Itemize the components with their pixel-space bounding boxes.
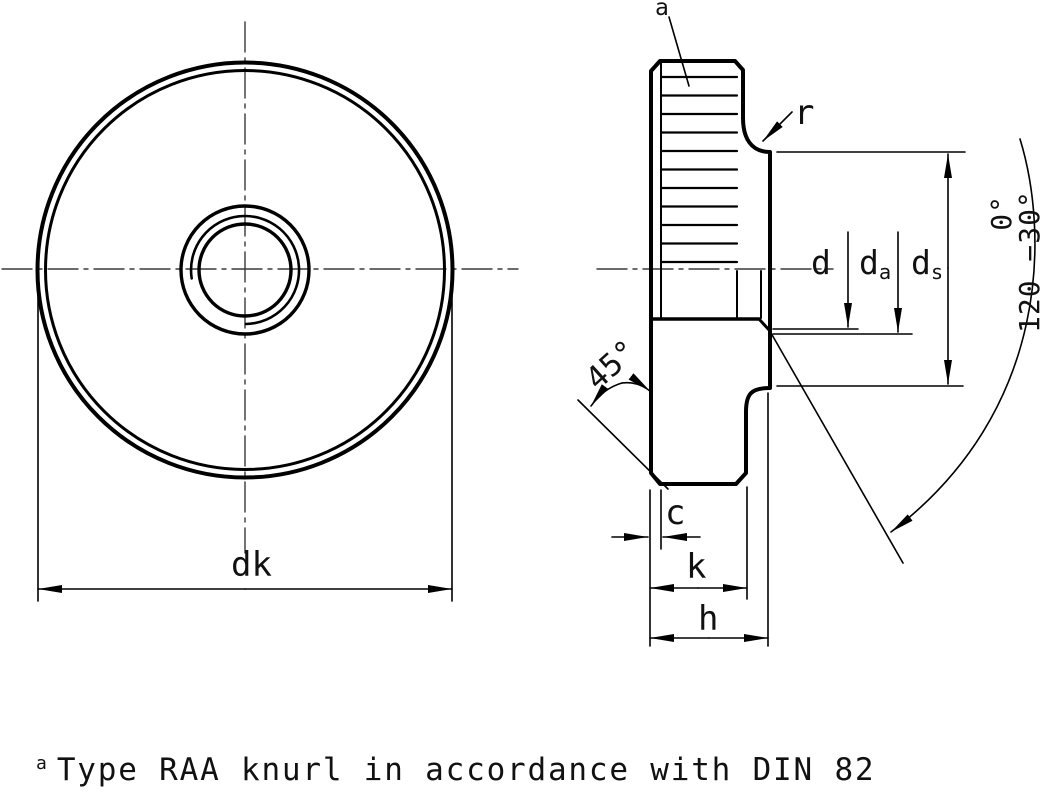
knurl-outer-circle	[35, 60, 455, 480]
thread-circle-arc	[189, 214, 301, 326]
countersink-circle	[179, 204, 311, 336]
width-dimensions	[611, 392, 769, 647]
countersink-diameter-label: da	[859, 246, 891, 283]
fillet-radius-label: r	[794, 93, 815, 133]
footnote-ref: a	[36, 752, 47, 774]
total-height-label: h	[698, 599, 719, 639]
angle-dimensions	[577, 138, 1036, 564]
footnote: a Type RAA knurl in accordance with DIN 8…	[36, 752, 875, 788]
countersink-angle-tolerance: 0°	[985, 195, 1018, 231]
side-view	[596, 16, 834, 486]
chamfer-45-arc-left	[590, 382, 623, 407]
front-view	[1, 21, 519, 602]
countersink-angle-arc	[890, 138, 1036, 533]
countersink-flank-line	[770, 332, 904, 564]
ds-subscript: s	[930, 260, 944, 285]
chamfer-45-arc-right	[621, 373, 651, 392]
thread-diameter-label: d	[811, 243, 831, 282]
knurl-ridge-lines	[659, 75, 739, 264]
knurl-diameter-label: dk	[231, 545, 272, 585]
knurl-inner-circle	[44, 69, 446, 471]
r-leader	[762, 111, 793, 142]
ds-base: d	[911, 243, 931, 282]
countersink-chamfer-line	[757, 317, 772, 333]
nut-outline	[649, 59, 772, 486]
bore-circle	[197, 222, 293, 318]
countersink-angle-value: 120 −30°	[1013, 190, 1046, 333]
countersink-angle-label: 0°120 −30°	[985, 190, 1046, 333]
knurl-ref-leader	[668, 16, 690, 87]
chamfer-45-line	[577, 399, 669, 490]
chamfer-width-label: c	[665, 493, 686, 533]
knurl-width-label: k	[686, 547, 707, 587]
knurl-ref-label: a	[655, 0, 669, 21]
footnote-text: Type RAA knurl in accordance with DIN 82	[56, 752, 876, 788]
shoulder-diameter-label: ds	[911, 246, 943, 283]
da-subscript: a	[878, 260, 892, 285]
diameter-dimensions	[772, 151, 966, 387]
da-base: d	[859, 243, 879, 282]
